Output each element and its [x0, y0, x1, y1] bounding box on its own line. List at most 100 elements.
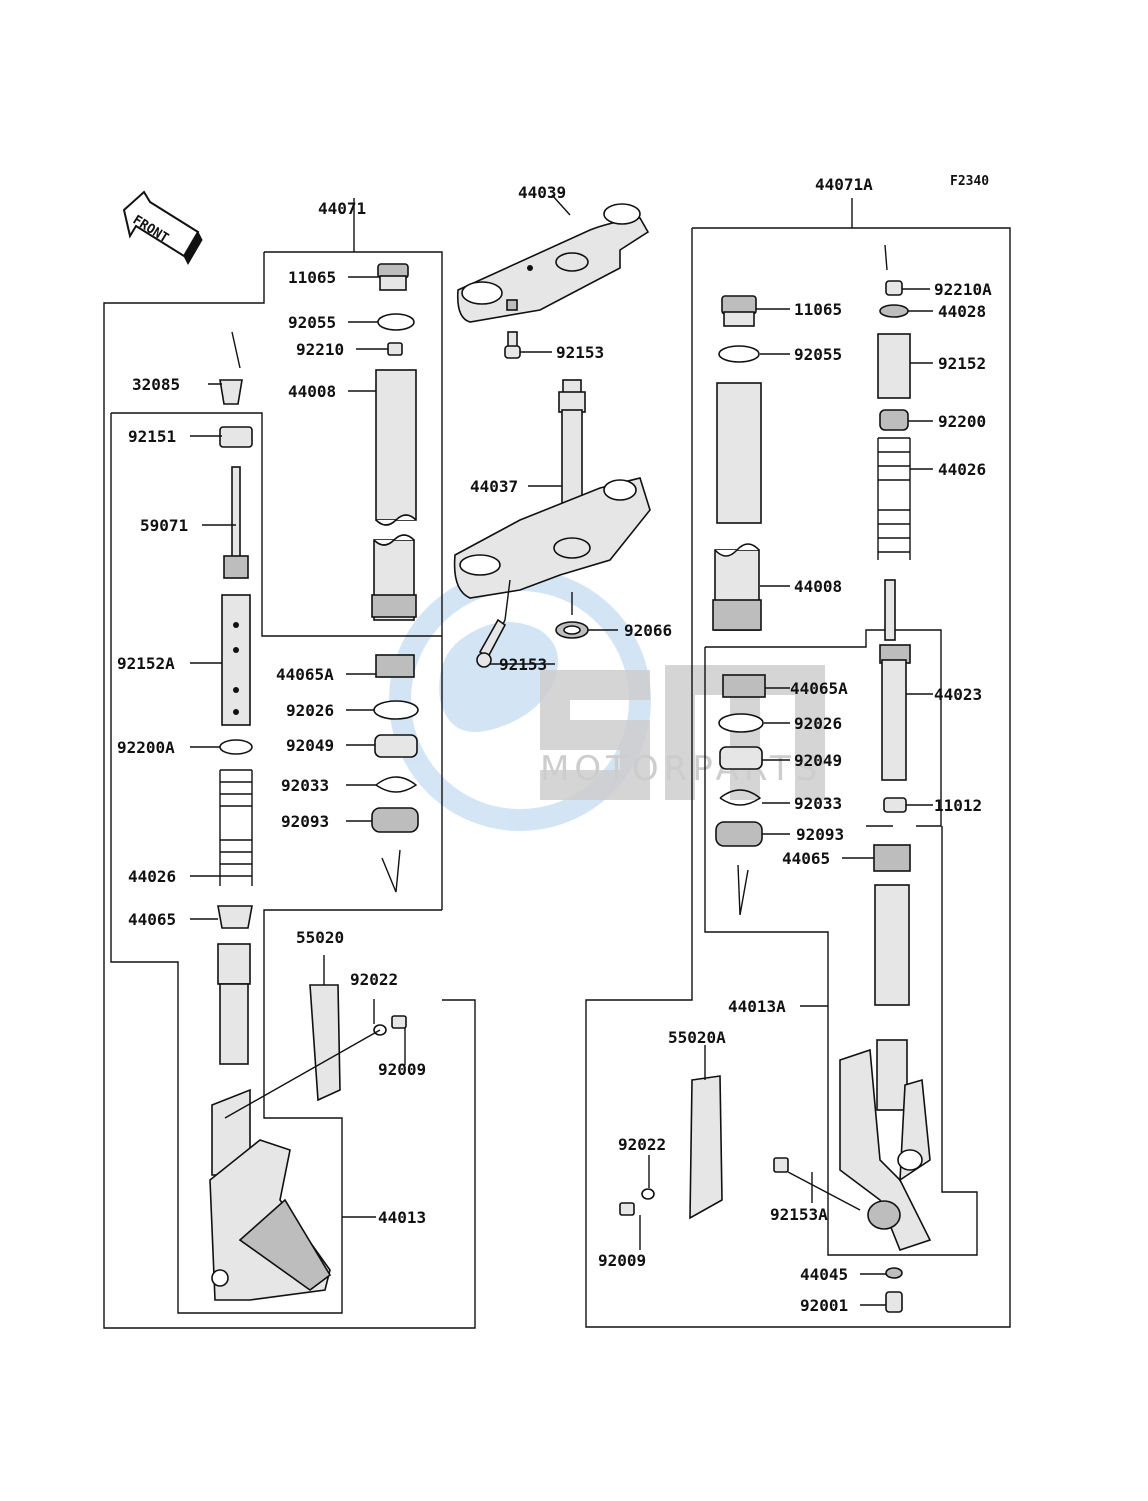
watermark-subtitle: MOTORPARTS [540, 749, 822, 789]
clip-92033-right [719, 789, 762, 806]
spring-44026-left [220, 769, 252, 877]
label-92151: 92151 [128, 427, 176, 446]
bearing-92066 [555, 592, 589, 639]
label-92093-right: 92093 [796, 825, 844, 844]
washer-92200 [879, 409, 909, 431]
label-44028: 44028 [938, 302, 986, 321]
label-92009-left: 92009 [378, 1060, 426, 1079]
label-92001: 92001 [800, 1296, 848, 1315]
bushing-44065-left [217, 905, 253, 929]
label-92026-left: 92026 [286, 701, 334, 720]
inner-tube-44008-left [375, 369, 417, 521]
outer-tube-44013A [874, 884, 910, 1006]
label-92022-right: 92022 [618, 1135, 666, 1154]
bushing-11012 [883, 797, 907, 813]
washer-44045 [885, 1267, 903, 1279]
bolt-92153A [773, 1157, 789, 1173]
label-92152A: 92152A [117, 654, 175, 673]
nut-92210 [387, 342, 403, 356]
inner-tube-44008-right [716, 382, 762, 524]
label-44008-right: 44008 [794, 577, 842, 596]
label-44023: 44023 [934, 685, 982, 704]
spacer-92152A [221, 594, 251, 726]
bushing-44065-right [873, 844, 911, 872]
dust-seal-92093-left [371, 807, 419, 833]
label-92055-left: 92055 [288, 313, 336, 332]
part-labels: 44071 44039 44071A 11065 92055 92210 320… [117, 175, 992, 1315]
label-44071A: 44071A [815, 175, 873, 194]
label-92153-top: 92153 [556, 343, 604, 362]
label-44039: 44039 [518, 183, 566, 202]
bolt-92153-top [504, 331, 521, 359]
label-44013: 44013 [378, 1208, 426, 1227]
label-92009-right: 92009 [598, 1251, 646, 1270]
label-44026-right: 44026 [938, 460, 986, 479]
label-44026-left: 44026 [128, 867, 176, 886]
guard-55020 [309, 984, 341, 1102]
watermark-letter-s [540, 670, 650, 800]
label-92152: 92152 [938, 354, 986, 373]
label-92200A: 92200A [117, 738, 175, 757]
figure-code: F2340 [950, 174, 989, 189]
label-44065A-left: 44065A [276, 665, 334, 684]
label-92049-right: 92049 [794, 751, 842, 770]
steering-stem-44037 [453, 379, 651, 641]
label-11065-left: 11065 [288, 268, 336, 287]
washer-44028 [879, 304, 909, 318]
washer-92200A [219, 739, 253, 755]
rod-59071 [231, 466, 241, 558]
front-direction-arrow: FRONT [122, 190, 203, 266]
label-92033-right: 92033 [794, 794, 842, 813]
label-44037: 44037 [470, 477, 518, 496]
label-55020A: 55020A [668, 1028, 726, 1047]
label-92066: 92066 [624, 621, 672, 640]
label-32085: 32085 [132, 375, 180, 394]
label-92026-right: 92026 [794, 714, 842, 733]
label-92153-middle: 92153 [499, 655, 547, 674]
bolt-92009-right [619, 1202, 635, 1216]
label-44008-left: 44008 [288, 382, 336, 401]
washer-92022-right [641, 1188, 655, 1200]
label-92022-left: 92022 [350, 970, 398, 989]
bushing-44065A-right [722, 674, 766, 698]
label-92049-left: 92049 [286, 736, 334, 755]
label-11065-right: 11065 [794, 300, 842, 319]
outer-tube-top-left [217, 943, 251, 985]
label-59071: 59071 [140, 516, 188, 535]
o-ring-92055-right [718, 345, 760, 363]
washer-92026-left [373, 700, 419, 720]
bushing-44065A-left [375, 654, 415, 678]
label-44065-right: 44065 [782, 849, 830, 868]
clip-92033-left [375, 776, 418, 793]
washer-92026-right [718, 713, 764, 733]
label-11012: 11012 [934, 796, 982, 815]
label-92153A: 92153A [770, 1205, 828, 1224]
rod-44023 [884, 579, 896, 641]
right-fork-group-outline [585, 198, 1011, 1328]
oil-seal-92049-left [374, 734, 418, 758]
dust-seal-92093-right [715, 821, 763, 847]
upper-bracket-44039 [456, 203, 650, 323]
label-44013A: 44013A [728, 997, 786, 1016]
right-fork-parts [619, 244, 932, 1313]
left-fork-group-outline [103, 198, 476, 1329]
label-44065A-right: 44065A [790, 679, 848, 698]
bolt-92009-left [391, 1015, 407, 1029]
cap-32085 [219, 379, 243, 405]
spring-44026-right [878, 437, 910, 553]
o-ring-92055-left [377, 313, 415, 331]
label-44065-left: 44065 [128, 910, 176, 929]
left-fork-parts [209, 263, 419, 1301]
label-92210: 92210 [296, 340, 344, 359]
nut-92210A [885, 280, 903, 296]
guard-55020A [689, 1075, 723, 1220]
oil-seal-92049-right [719, 746, 763, 770]
cap-92151 [219, 426, 253, 448]
label-44071: 44071 [318, 199, 366, 218]
label-92210A: 92210A [934, 280, 992, 299]
label-92033-left: 92033 [281, 776, 329, 795]
label-92200: 92200 [938, 412, 986, 431]
bolt-92153-middle [476, 618, 507, 668]
label-92093-left: 92093 [281, 812, 329, 831]
